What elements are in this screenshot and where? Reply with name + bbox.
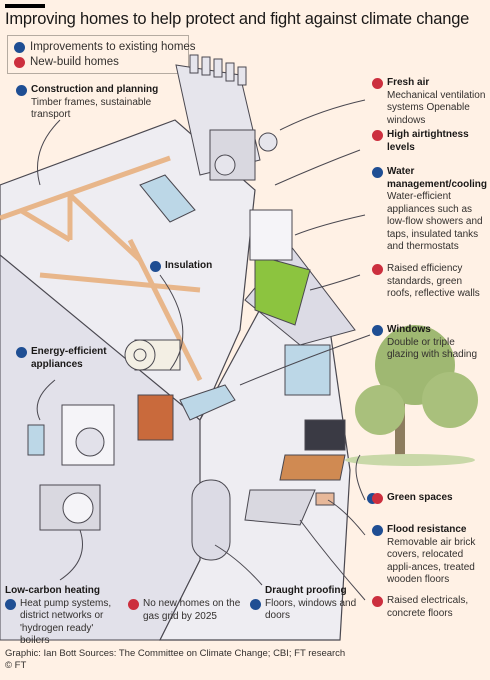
fresh-air-body: Mechanical ventilation systems Openable …: [387, 89, 486, 126]
label-heating: Low-carbon heating Heat pump systems, di…: [5, 585, 125, 648]
heating-body: Heat pump systems, district networks or …: [20, 597, 112, 647]
insulation-heading: Insulation: [165, 260, 213, 271]
blue-dot-icon: [372, 167, 383, 178]
label-appliances: Energy-efficient appliances: [16, 346, 126, 371]
label-electricals: Raised electricals, concrete floors: [372, 595, 487, 620]
red-dot-icon: [372, 130, 383, 141]
airtightness-heading: High airtightness levels: [387, 129, 469, 153]
water-body: Water-efficient appliances such as low-f…: [387, 191, 483, 252]
efficiency-body: Raised efficiency standards, green roofs…: [387, 263, 480, 299]
blue-dot-icon: [14, 42, 25, 53]
water-heading: Water management/cooling: [387, 166, 488, 190]
windows-body: Double or triple glazing with shading: [387, 336, 478, 361]
legend-label-newbuild: New-build homes: [30, 56, 119, 68]
red-dot-icon: [372, 264, 383, 275]
green-roof: [254, 254, 311, 326]
brick-wall: [137, 394, 174, 441]
blue-dot-icon: [16, 347, 27, 358]
side-window: [27, 424, 45, 456]
label-fresh-air: Fresh air Mechanical ventilation systems…: [372, 77, 487, 127]
label-insulation: Insulation: [150, 260, 250, 273]
label-gas-grid: No new homes on the gas grid by 2025: [128, 598, 243, 623]
insulation-roll: [124, 339, 181, 371]
blue-dot-icon: [150, 261, 161, 272]
green-spaces-heading: Green spaces: [387, 492, 453, 503]
flood-body: Removable air brick covers, relocated ap…: [387, 536, 476, 586]
heating-heading: Low-carbon heating: [5, 585, 100, 596]
wooden-floor: [279, 454, 346, 481]
heat-pump: [39, 484, 101, 531]
timber-trusses: [0, 155, 203, 382]
blue-dot-icon: [250, 599, 261, 610]
footer-copyright: © FT: [5, 660, 27, 671]
skylight: [139, 174, 196, 223]
label-flood: Flood resistance Removable air brick cov…: [372, 524, 487, 587]
red-dot-icon: [14, 57, 25, 68]
chimney-pots: [189, 54, 247, 86]
blue-dot-icon: [16, 85, 27, 96]
door: [191, 479, 231, 561]
page-title: Improving homes to help protect and figh…: [5, 10, 470, 28]
window-shading: [179, 384, 236, 421]
ventilation-unit: [209, 129, 278, 181]
red-dot-icon: [128, 599, 139, 610]
footer-credits: Graphic: Ian Bott Sources: The Committee…: [5, 648, 346, 659]
draught-heading: Draught proofing: [265, 585, 347, 596]
legend-label-existing: Improvements to existing homes: [30, 41, 196, 53]
label-efficiency: Raised efficiency standards, green roofs…: [372, 263, 487, 301]
upper-window: [284, 344, 331, 396]
footer: Graphic: Ian Bott Sources: The Committee…: [5, 648, 345, 672]
electricals-body: Raised electricals, concrete floors: [387, 595, 469, 619]
construction-heading: Construction and planning: [31, 84, 159, 95]
red-dot-icon: [372, 78, 383, 89]
blue-dot-icon: [5, 599, 16, 610]
label-windows: Windows Double or triple glazing with sh…: [372, 324, 487, 362]
blue-dot-icon: [372, 525, 383, 536]
electrical-socket: [315, 492, 335, 506]
legend: Improvements to existing homes New-build…: [7, 35, 196, 74]
fresh-air-heading: Fresh air: [387, 77, 430, 88]
flood-heading: Flood resistance: [387, 524, 467, 535]
label-green-spaces: Green spaces: [367, 492, 487, 505]
gas-grid-body: No new homes on the gas grid by 2025: [143, 598, 241, 622]
label-water: Water management/cooling Water-efficient…: [372, 166, 487, 254]
draught-body: Floors, windows and doors: [265, 597, 357, 622]
windows-heading: Windows: [387, 324, 431, 335]
label-draught: Draught proofing Floors, windows and doo…: [250, 585, 360, 623]
television: [304, 419, 346, 451]
red-dot-icon: [372, 493, 383, 504]
construction-body: Timber frames, sustainable transport: [31, 96, 152, 121]
red-dot-icon: [372, 596, 383, 607]
title-accent-bar: [5, 4, 45, 8]
shower: [249, 209, 293, 261]
appliances-heading: Energy-efficient appliances: [31, 346, 107, 370]
label-construction: Construction and planning Timber frames,…: [16, 84, 186, 122]
leader-lines: [36, 99, 371, 601]
tree: [345, 325, 478, 466]
blue-dot-icon: [372, 325, 383, 336]
label-airtightness: High airtightness levels: [372, 129, 487, 154]
concrete-floor: [244, 489, 316, 526]
washing-machine: [61, 404, 115, 466]
